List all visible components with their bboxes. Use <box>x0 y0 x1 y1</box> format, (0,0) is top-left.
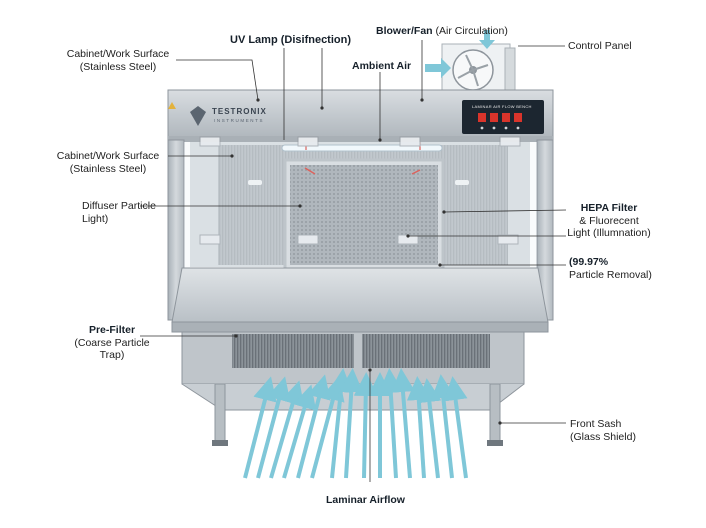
leader-lines <box>140 40 567 482</box>
label-ambient-air: Ambient Air <box>352 60 412 72</box>
brand-logo-icon <box>190 106 206 126</box>
red-arrow-right-icon <box>411 169 421 175</box>
hepa-filter <box>283 158 445 272</box>
brand-subtitle: INSTRUMENTS <box>214 118 265 123</box>
label-prefilter: Pre-Filter (Coarse Particle Trap) <box>74 324 150 361</box>
label-front-sash: Front Sash(Glass Shield) <box>570 418 636 443</box>
control-panel-title: LAMINAR AIR FLOW BENCH <box>472 104 532 109</box>
work-surface <box>171 267 549 323</box>
label-control-panel: Control Panel <box>568 40 632 52</box>
pre-filter <box>181 331 525 385</box>
warning-icon <box>168 102 176 109</box>
brand-name: TESTRONIX <box>212 107 267 116</box>
label-uv-lamp: UV Lamp (Disifnection) <box>230 34 352 46</box>
laminar-airflow-arrows <box>243 368 468 479</box>
blower-arrow-top-icon <box>479 30 495 49</box>
label-particle-removal: (99.97%Particle Removal) <box>569 256 652 281</box>
label-blower: Blower/Fan (Air Circulation) <box>376 25 508 37</box>
label-cabinet-mid: Cabinet/Work Surface(Stainless Steel) <box>56 150 160 175</box>
label-cabinet-top: Cabinet/Work Surface(Stainless Steel) <box>66 48 170 73</box>
blower-arrow-side-icon <box>425 58 451 78</box>
blower-unit <box>441 43 516 99</box>
label-laminar-airflow: Laminar Airflow <box>326 494 405 506</box>
label-hepa: HEPA Filter & Fluorecent Light (Illumnat… <box>567 202 651 239</box>
control-panel <box>462 100 544 134</box>
red-arrow-left-icon <box>304 167 316 175</box>
